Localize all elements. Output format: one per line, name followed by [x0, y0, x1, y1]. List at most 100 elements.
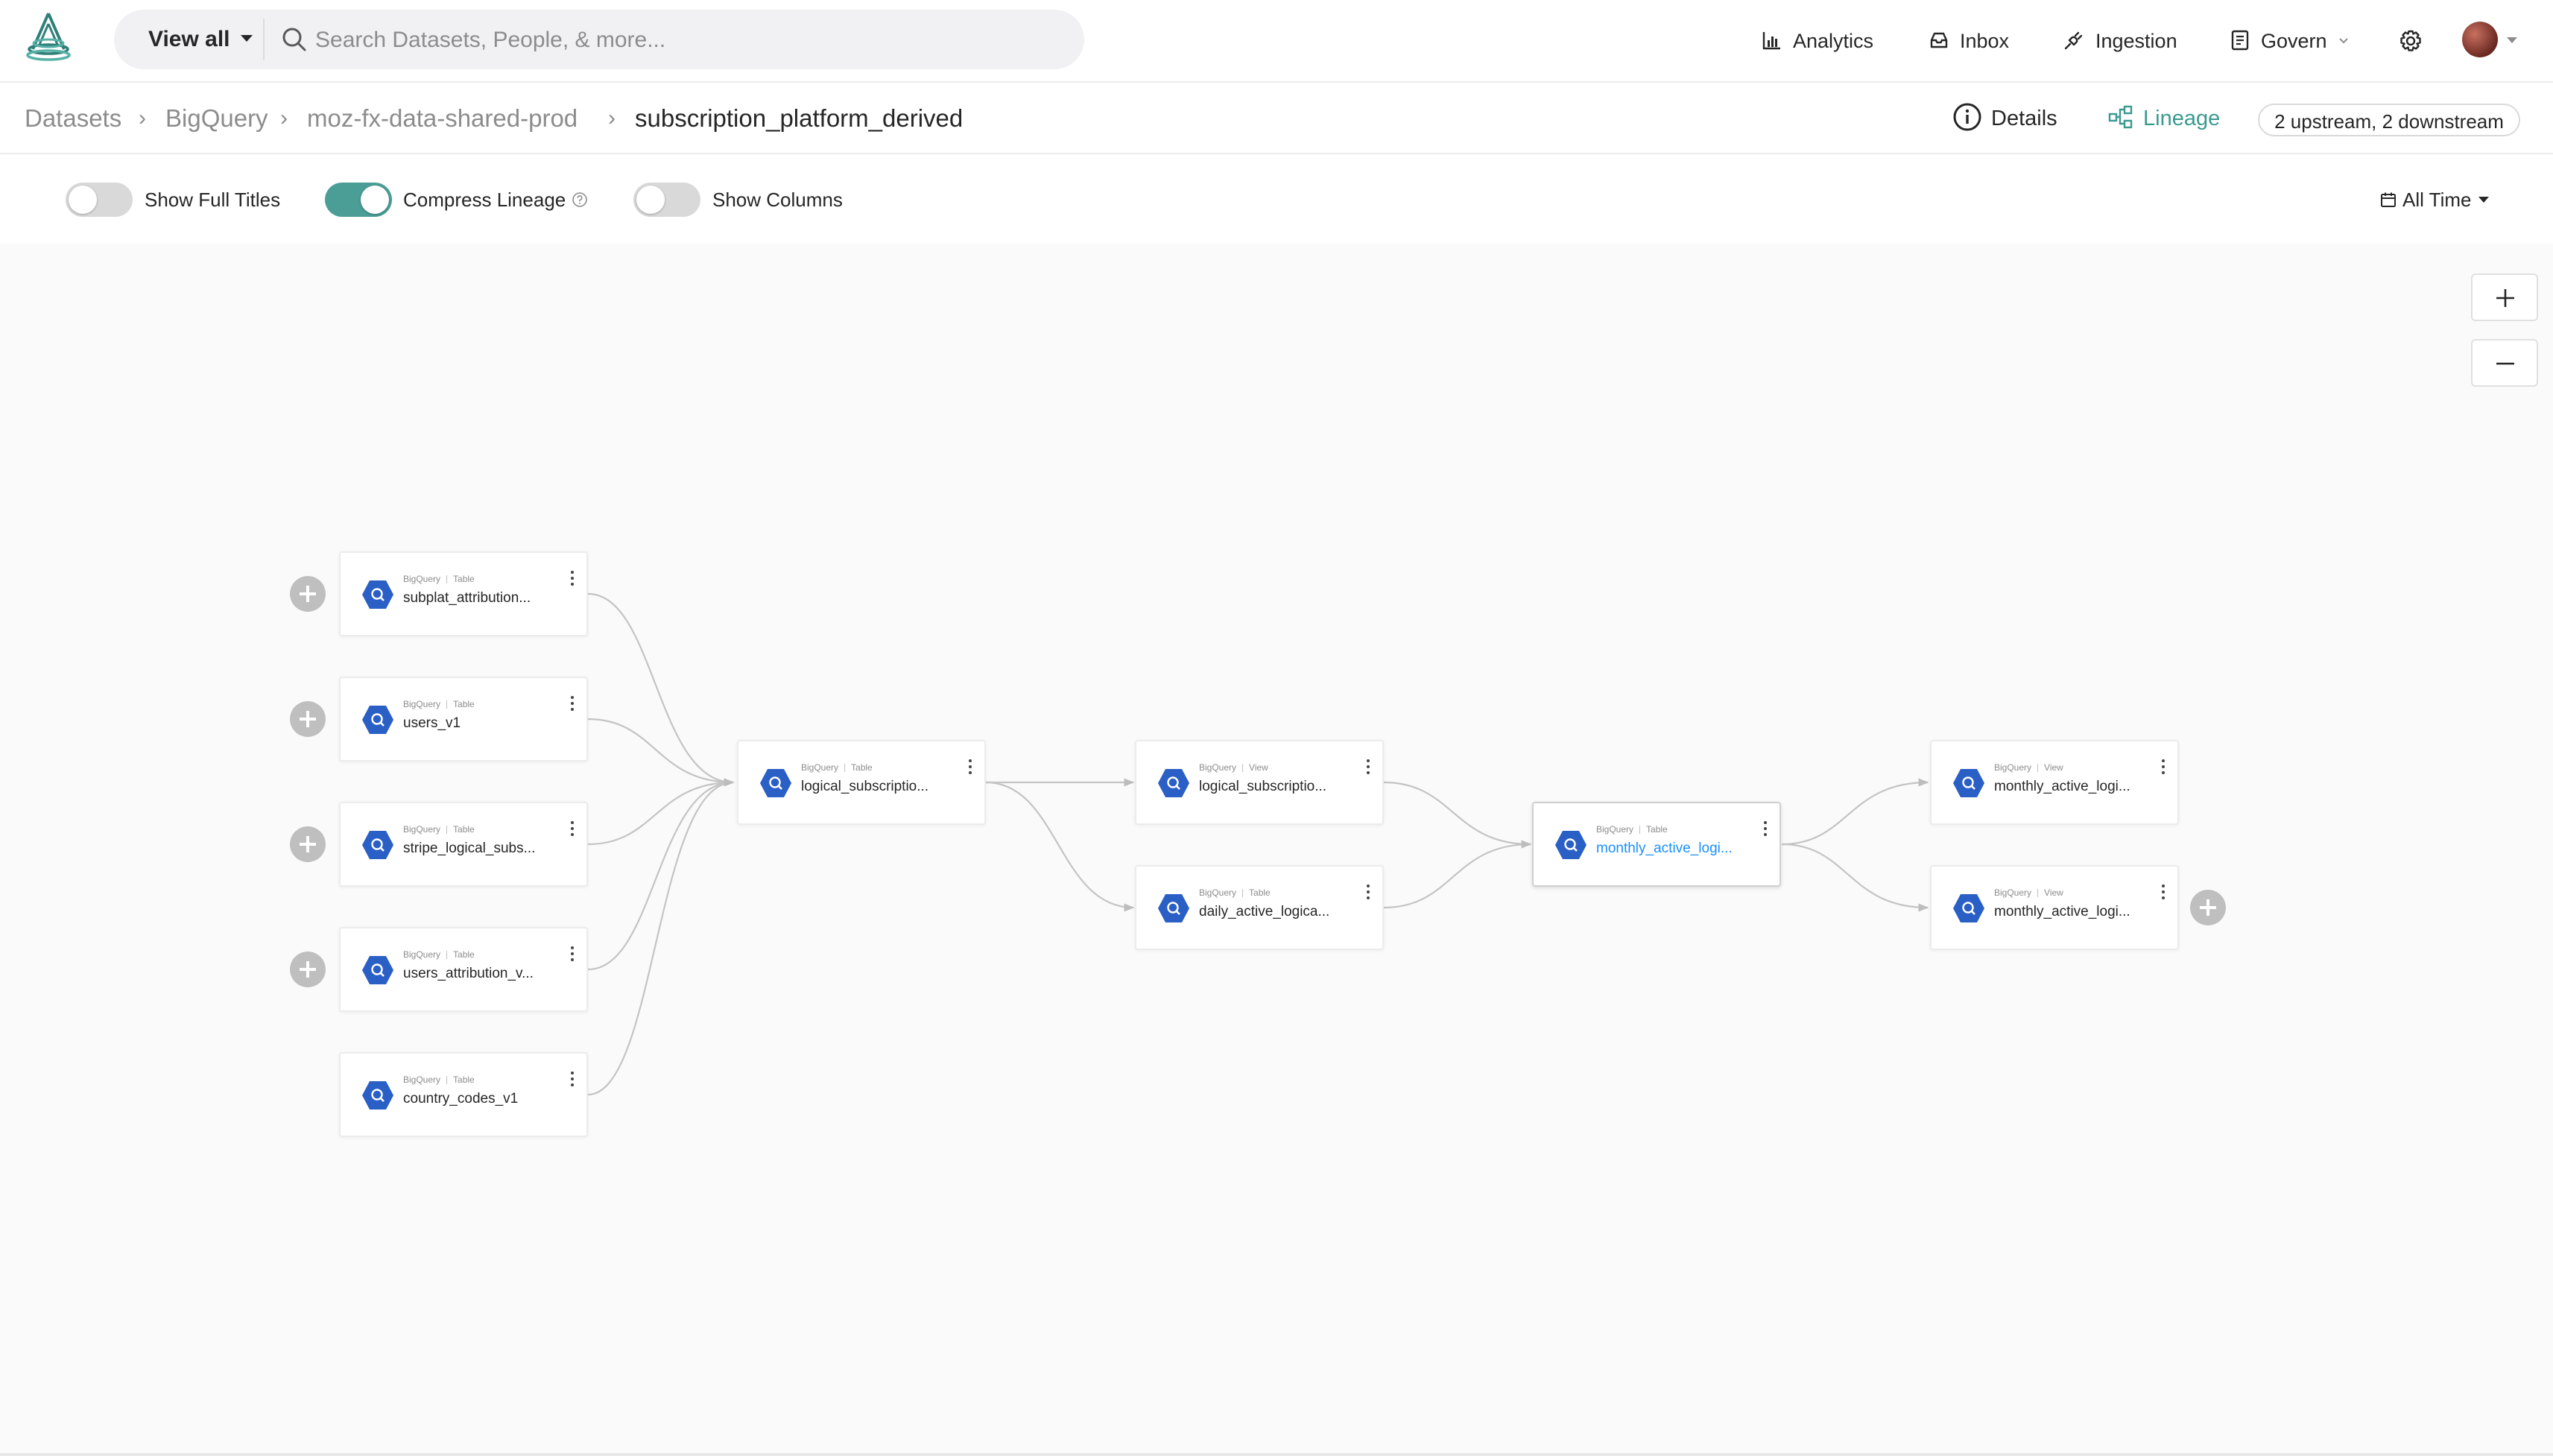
- bigquery-icon: [362, 706, 393, 734]
- zoom-in-button[interactable]: [2471, 273, 2538, 321]
- show-columns-toggle[interactable]: [633, 183, 700, 217]
- show-full-titles-label: Show Full Titles: [145, 189, 281, 211]
- expand-downstream-button[interactable]: [2190, 890, 2226, 925]
- expand-upstream-button[interactable]: [290, 952, 326, 987]
- bigquery-icon: [1158, 769, 1189, 797]
- time-range-label: All Time: [2402, 189, 2472, 211]
- datahub-logo[interactable]: [22, 10, 75, 63]
- lineage-edge: [1781, 843, 1929, 912]
- node-type: Table: [453, 1074, 475, 1085]
- node-name: subplat_attribution...: [403, 590, 531, 606]
- divider: [446, 1076, 448, 1085]
- nav-inbox-label: Inbox: [1960, 30, 2010, 52]
- divider: [2037, 764, 2039, 773]
- tab-lineage-label: Lineage: [2143, 107, 2221, 130]
- view-all-dropdown[interactable]: View all: [148, 10, 253, 69]
- node-platform: BigQuery: [1994, 887, 2032, 898]
- caret-down-icon: [240, 34, 253, 42]
- lineage-edge: [587, 778, 735, 1096]
- node-platform: BigQuery: [403, 1074, 441, 1085]
- breadcrumb-bigquery[interactable]: BigQuery: [165, 104, 268, 132]
- node-platform: BigQuery: [1596, 824, 1634, 835]
- node-meta: BigQuery Table: [403, 1074, 475, 1085]
- node-name: users_v1: [403, 715, 461, 731]
- time-range-dropdown[interactable]: All Time: [2380, 183, 2490, 217]
- breadcrumb-project[interactable]: moz-fx-data-shared-prod: [307, 104, 578, 132]
- lineage-edges: [587, 592, 1929, 1096]
- nav-ingestion[interactable]: Ingestion: [2063, 0, 2177, 83]
- toggle-knob: [69, 186, 97, 214]
- info-circle-icon: [1953, 103, 1981, 131]
- more-options-icon[interactable]: [569, 696, 576, 717]
- lineage-count-badge[interactable]: 2 upstream, 2 downstream: [2258, 104, 2520, 136]
- divider: [446, 951, 448, 960]
- bar-chart-icon: [1762, 31, 1780, 50]
- expand-upstream-button[interactable]: [290, 701, 326, 737]
- lineage-toolbar: Show Full Titles Compress Lineage Show C…: [0, 154, 2553, 244]
- bigquery-icon: [1953, 894, 1984, 922]
- tab-lineage[interactable]: Lineage: [2107, 83, 2220, 154]
- nav-inbox[interactable]: Inbox: [1929, 0, 2009, 83]
- node-name: daily_active_logica...: [1199, 904, 1330, 920]
- node-name: stripe_logical_subs...: [403, 841, 536, 856]
- compress-lineage-toggle[interactable]: [325, 183, 392, 217]
- divider: [1639, 826, 1641, 835]
- breadcrumb-datasets[interactable]: Datasets: [25, 104, 122, 132]
- lineage-edge: [587, 718, 735, 787]
- nav-ingestion-label: Ingestion: [2095, 30, 2177, 52]
- search-input[interactable]: [314, 17, 1047, 63]
- gear-icon[interactable]: [2398, 28, 2423, 54]
- more-options-icon[interactable]: [569, 946, 576, 967]
- node-name: monthly_active_logi...: [1596, 841, 1733, 856]
- bigquery-icon: [362, 831, 393, 859]
- more-options-icon[interactable]: [569, 571, 576, 592]
- more-options-icon[interactable]: [1364, 884, 1372, 905]
- more-options-icon[interactable]: [569, 1072, 576, 1092]
- caret-down-icon: [2478, 197, 2490, 203]
- divider: [1242, 764, 1244, 773]
- more-options-icon[interactable]: [2160, 759, 2167, 780]
- zoom-out-button[interactable]: [2471, 339, 2538, 387]
- lineage-edge: [1781, 778, 1929, 846]
- more-options-icon[interactable]: [569, 821, 576, 842]
- show-columns-label: Show Columns: [712, 189, 843, 211]
- nav-govern-label: Govern: [2261, 30, 2327, 52]
- lineage-edge: [985, 781, 1135, 912]
- tab-details[interactable]: Details: [1952, 83, 2057, 154]
- user-avatar[interactable]: [2462, 22, 2498, 57]
- divider: [446, 575, 448, 584]
- nav-analytics[interactable]: Analytics: [1762, 0, 1873, 83]
- lineage-edge: [587, 778, 735, 846]
- bigquery-icon: [1555, 831, 1586, 859]
- show-full-titles-toggle[interactable]: [66, 183, 133, 217]
- expand-upstream-button[interactable]: [290, 576, 326, 612]
- expand-upstream-button[interactable]: [290, 826, 326, 862]
- more-options-icon[interactable]: [1364, 759, 1372, 780]
- more-options-icon[interactable]: [2160, 884, 2167, 905]
- caret-down-icon[interactable]: [2507, 37, 2517, 43]
- question-circle-icon[interactable]: [572, 192, 588, 208]
- node-type: Table: [453, 949, 475, 960]
- global-search-bar: View all: [114, 10, 1084, 69]
- more-options-icon[interactable]: [1762, 821, 1769, 842]
- more-options-icon[interactable]: [967, 759, 974, 780]
- nav-govern-dropdown[interactable]: Govern: [2230, 0, 2350, 83]
